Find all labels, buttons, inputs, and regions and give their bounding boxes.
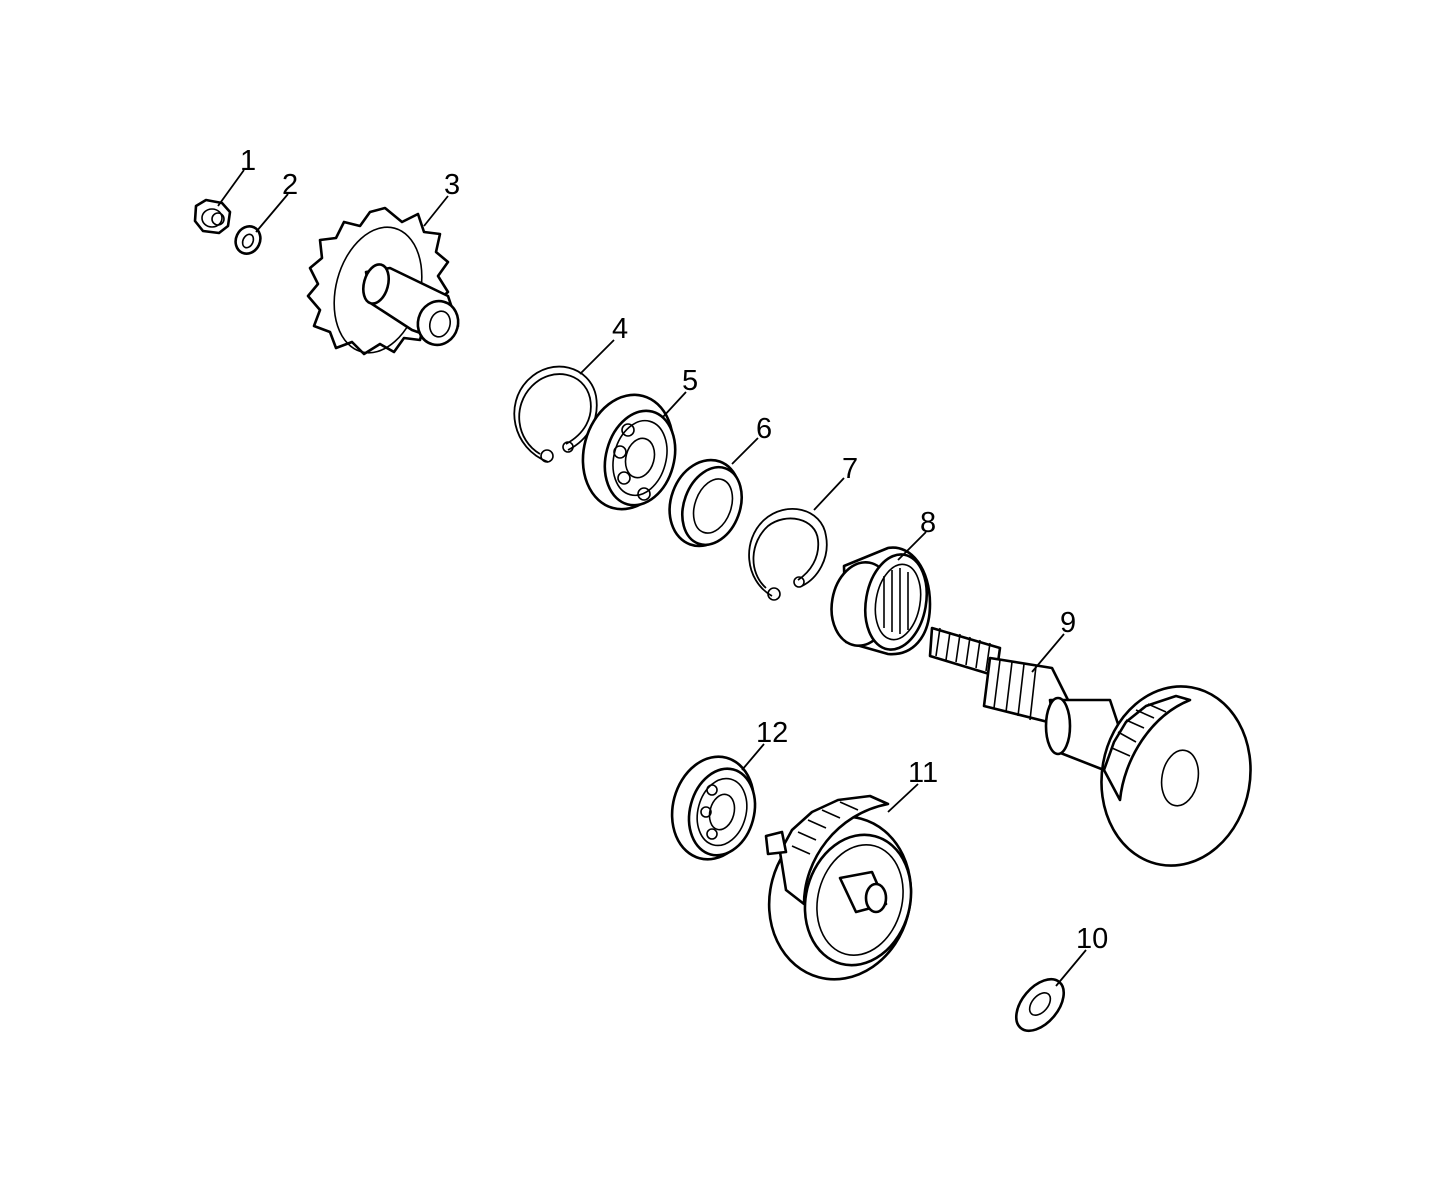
part-driven-gear [764,794,913,981]
callout-9: 9 [1060,607,1076,639]
part-ball-bearing-small [670,755,757,861]
callout-2: 2 [282,169,298,201]
callout-4: 4 [612,313,628,345]
leader-12 [741,743,765,771]
callout-1: 1 [240,145,256,177]
leader-8 [897,531,927,561]
callout-11: 11 [908,757,938,789]
part-oil-seal [668,458,743,548]
leader-6 [731,437,759,465]
leader-2 [255,193,289,233]
part-needle-bearing [830,546,932,656]
leader-5 [661,391,687,419]
leader-9 [1031,633,1065,673]
part-circlip-small [748,508,828,601]
callout-10: 10 [1076,923,1108,955]
callout-12: 12 [756,717,788,749]
callout-labels: 1 2 3 4 5 6 7 8 9 10 11 12 [240,145,1108,955]
part-nut [193,198,232,235]
leader-11 [887,783,919,813]
part-drive-shaft [928,626,1252,867]
leader-lines [217,169,1087,987]
callout-3: 3 [444,169,460,201]
callout-5: 5 [682,365,698,397]
part-sprocket [306,206,460,356]
leader-4 [579,339,615,375]
part-washer-thrust [1014,977,1066,1033]
callout-6: 6 [756,413,772,445]
callout-7: 7 [842,453,858,485]
leader-7 [813,477,845,511]
leader-3 [423,195,449,227]
leader-1 [217,169,245,207]
leader-10 [1055,949,1087,987]
part-ball-bearing-large [581,393,677,511]
callout-8: 8 [920,507,936,539]
part-washer-small [234,225,262,255]
